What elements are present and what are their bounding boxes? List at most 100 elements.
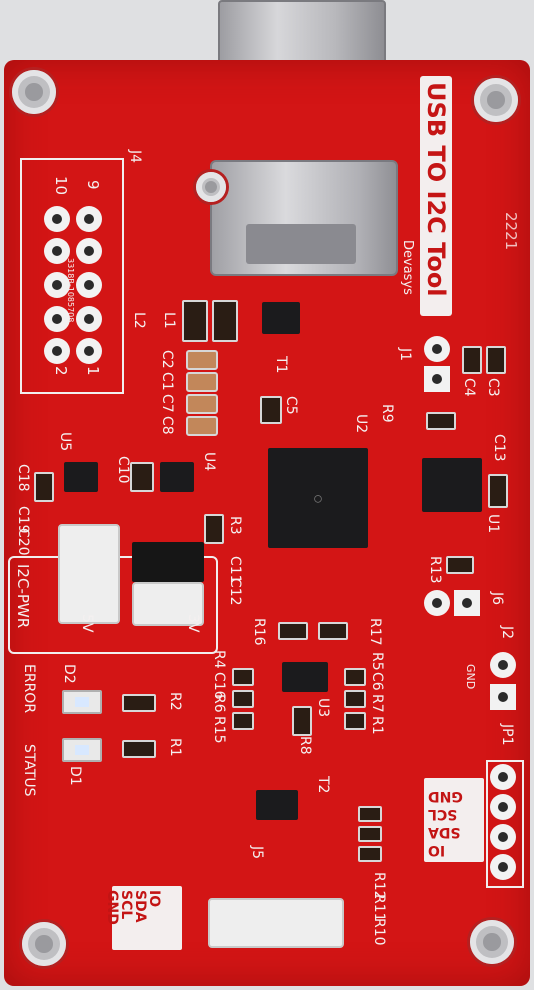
u2-label: U2 <box>353 414 369 434</box>
j2-pin <box>490 684 516 710</box>
u4-label: U4 <box>201 452 217 472</box>
j4-pin <box>76 238 102 264</box>
j4-pin <box>76 272 102 298</box>
r12-resistor <box>358 806 382 822</box>
u4-regulator <box>160 462 194 492</box>
u5-regulator <box>64 462 98 492</box>
c1-capacitor <box>186 372 218 392</box>
board-maker: Devasys <box>400 240 415 295</box>
c10-label: C10 <box>115 456 131 484</box>
j5-signal-scl: SCL <box>118 890 134 920</box>
v3-label: 3V <box>185 614 201 633</box>
j5-label: J5 <box>249 846 265 860</box>
j5-signal-label-box: IO SDA SCL GND <box>104 886 182 950</box>
error-label: ERROR <box>21 664 37 714</box>
j6-label: J6 <box>489 592 505 606</box>
r10-resistor <box>358 846 382 862</box>
j4-label: J4 <box>127 150 143 164</box>
j4-pin <box>44 206 70 232</box>
c13-label: C13 <box>491 434 507 462</box>
status-label: STATUS <box>21 744 37 797</box>
mounting-hole-top-right <box>474 78 518 122</box>
j5-connector <box>208 898 344 948</box>
u3-chip <box>282 662 328 692</box>
c7-label: C7 <box>159 394 175 413</box>
j4-pin2-label: 2 <box>52 366 70 376</box>
r16-label: R16 <box>251 618 267 646</box>
r6-label: R6 <box>211 694 227 713</box>
u2-logo-mark: ◯ <box>314 491 322 505</box>
r7-label: R7 <box>369 694 385 713</box>
r1-resistor <box>122 740 156 758</box>
c18-capacitor <box>34 472 54 502</box>
jp1-signal-scl: SCL <box>428 806 458 822</box>
j5-signal-gnd: GND <box>104 890 120 925</box>
r3-label: R3 <box>227 516 243 535</box>
j4-pin <box>44 306 70 332</box>
c20-label: C20 <box>15 528 31 556</box>
d1-label: D1 <box>67 766 83 786</box>
c1-label: C1 <box>159 372 175 391</box>
r15-label: R15 <box>211 716 227 744</box>
r9-label: R9 <box>379 404 395 423</box>
l1-inductor <box>182 300 208 342</box>
mounting-hole-bottom-right <box>470 920 514 964</box>
t2-transistor <box>256 790 298 820</box>
mounting-hole-top-left <box>12 70 56 114</box>
u1-label: U1 <box>485 514 501 534</box>
c8-label: C8 <box>159 416 175 435</box>
jp1-label: JP1 <box>499 724 515 746</box>
j6-pin <box>454 590 480 616</box>
c7-capacitor <box>186 394 218 414</box>
i2c-pwr-connector-3v <box>132 582 204 626</box>
u1-eeprom <box>422 458 482 512</box>
t2-label: T2 <box>315 776 331 794</box>
r16-resistor <box>278 622 308 640</box>
r10-label: R10 <box>371 918 387 946</box>
usb-mount-hole <box>196 172 226 202</box>
d2-label: D2 <box>61 664 77 684</box>
jp1-pin <box>490 824 516 850</box>
u3-label: U3 <box>315 698 331 718</box>
usb-b-socket-opening <box>246 224 356 264</box>
j4-pin <box>76 338 102 364</box>
r1-resistor-top <box>344 712 366 730</box>
j5-signal-sda: SDA <box>132 890 148 923</box>
j4-pin <box>44 338 70 364</box>
r13-resistor <box>446 556 474 574</box>
j5-signal-io: IO <box>146 890 162 908</box>
jp1-pin <box>490 794 516 820</box>
r8-label: R8 <box>297 736 313 755</box>
t1-label: T1 <box>273 356 289 374</box>
c16-capacitor <box>232 668 254 686</box>
j4-pin1-label: 1 <box>84 366 102 376</box>
j4-pin <box>44 272 70 298</box>
j1-pin <box>424 366 450 392</box>
jp1-pin <box>490 854 516 880</box>
i2c-pwr-connector-5v <box>58 524 120 624</box>
jumper-cap <box>132 542 204 582</box>
u5-label: U5 <box>57 432 73 452</box>
j4-pin9-label: 9 <box>84 180 102 190</box>
r2-label: R2 <box>167 692 183 711</box>
jp1-outline <box>486 760 524 888</box>
jp1-pin <box>490 764 516 790</box>
c13-capacitor <box>488 474 508 508</box>
c3-label: C3 <box>485 378 501 397</box>
c6-label: C6 <box>369 672 385 691</box>
r15-resistor <box>232 712 254 730</box>
c2-capacitor <box>186 350 218 370</box>
r2-resistor <box>122 694 156 712</box>
j4-pin <box>76 306 102 332</box>
board-code: 2221 <box>502 212 520 251</box>
j1-pin <box>424 336 450 362</box>
jp1-signal-sda: SDA <box>428 824 461 840</box>
j4-header-outline <box>20 158 124 394</box>
r5-label: R5 <box>369 652 385 671</box>
l2-label: L2 <box>131 312 147 329</box>
c2-label: C2 <box>159 350 175 369</box>
j1-label: J1 <box>397 348 413 362</box>
c5-capacitor <box>260 396 282 424</box>
j4-pin <box>44 238 70 264</box>
